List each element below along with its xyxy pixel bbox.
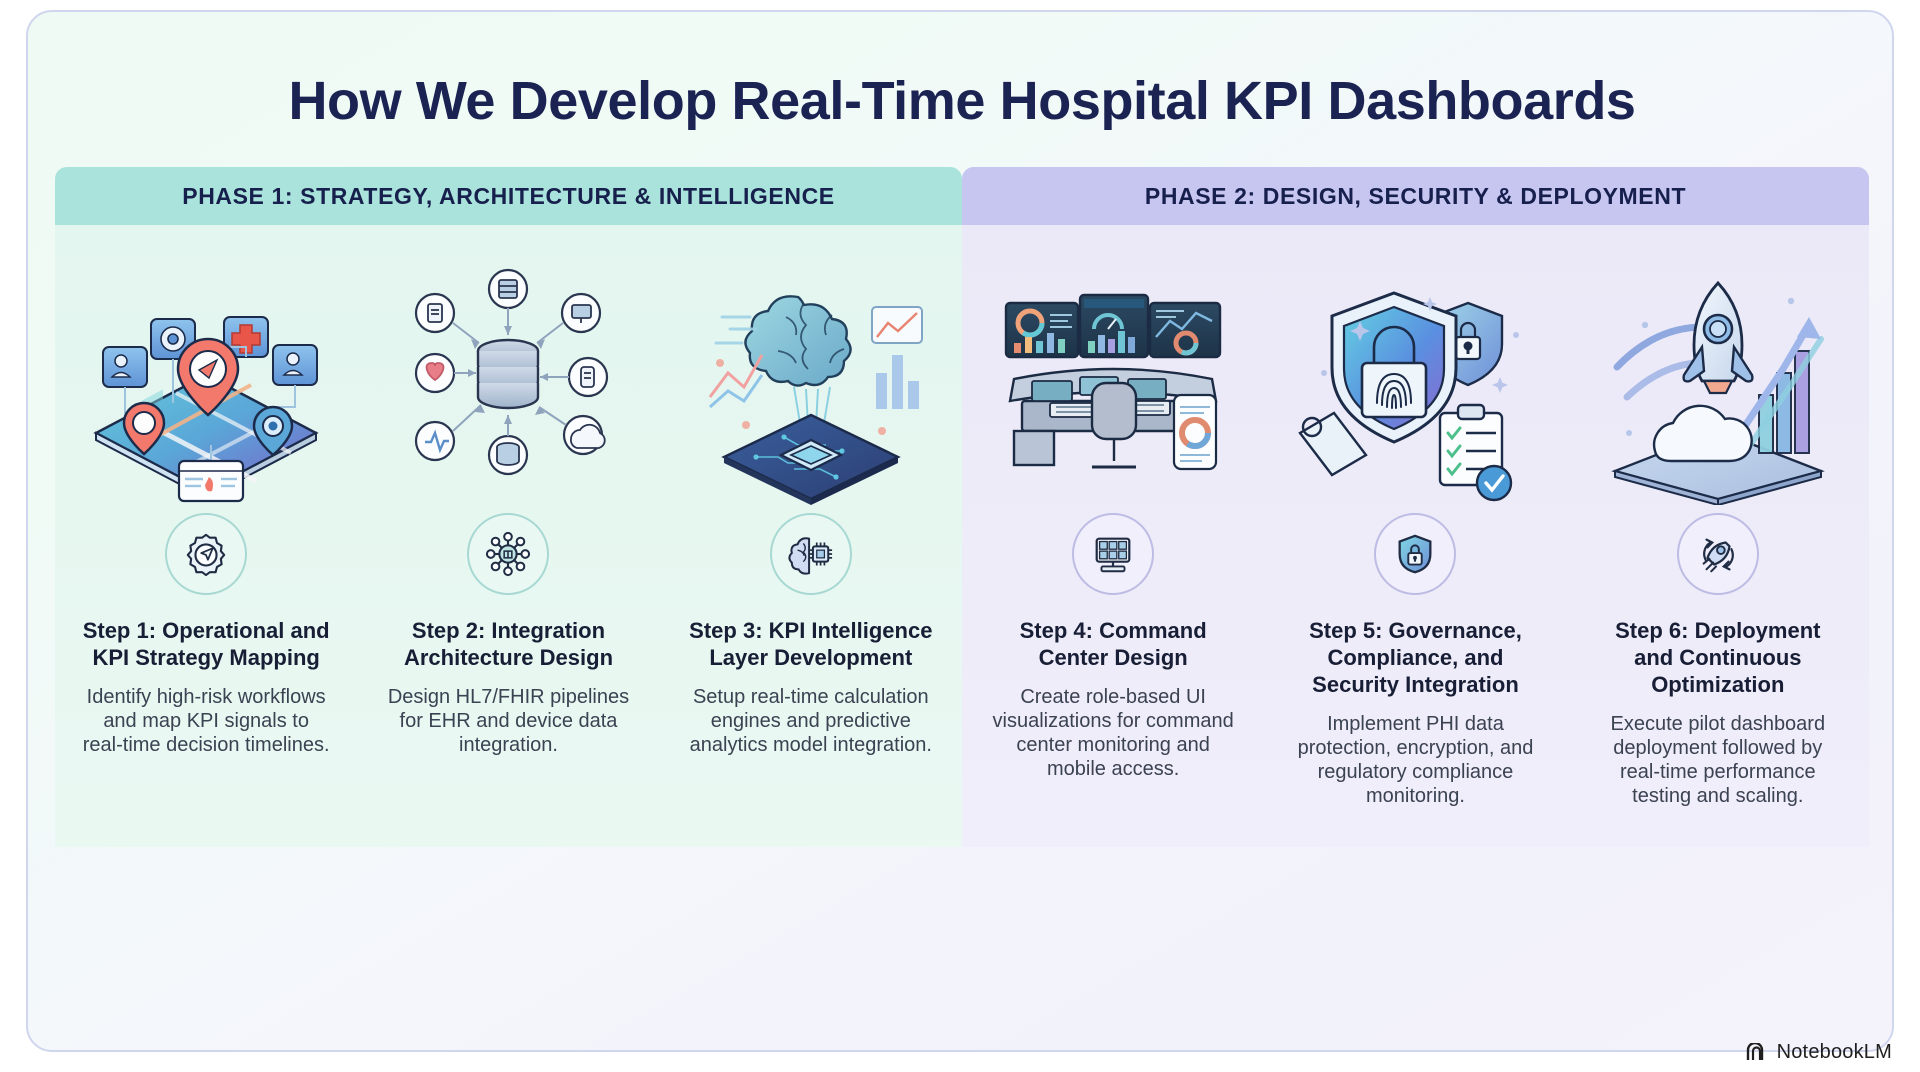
step-card-6: Step 6: Deployment and Continuous Optimi… (1567, 225, 1869, 1015)
notebooklm-logo-icon (1746, 1042, 1763, 1060)
step-badge-5 (1374, 513, 1457, 595)
step-card-5: Step 5: Governance, Compliance, and Secu… (1264, 225, 1566, 1015)
steps-row: Step 1: Operational and KPI Strategy Map… (55, 225, 1869, 1015)
shield-lock-icon (1398, 534, 1432, 574)
step-badge-1 (165, 513, 248, 595)
notebooklm-label: NotebookLM (1776, 1041, 1892, 1063)
infographic-card: How We Develop Real-Time Hospital KPI Da… (26, 10, 1894, 1052)
gear-compass-icon (186, 533, 226, 577)
rocket-refresh-icon (1702, 538, 1734, 573)
dashboard-monitor-icon (1095, 537, 1131, 573)
step-desc-4: Create role-based UI visualizations for … (992, 686, 1234, 780)
step-card-1: Step 1: Operational and KPI Strategy Map… (55, 225, 357, 1015)
step-badge-6 (1676, 513, 1759, 595)
step-title-2: Step 2: Integration Architecture Design (403, 618, 614, 670)
step-desc-5: Implement PHI data protection, encryptio… (1297, 713, 1534, 807)
step-title-4: Step 4: Command Center Design (1019, 618, 1207, 670)
data-integration-network-illustration (415, 268, 609, 476)
step-desc-3: Setup real-time calculation engines and … (689, 686, 932, 756)
notebooklm-watermark: NotebookLM (1745, 1041, 1892, 1064)
security-shield-fingerprint-illustration (1298, 291, 1520, 502)
step-card-2: Step 2: Integration Architecture Design … (357, 225, 659, 1015)
brain-analytics-processor-illustration (708, 295, 923, 505)
step-desc-6: Execute pilot dashboard deployment follo… (1610, 713, 1826, 807)
brain-chip-icon (788, 537, 832, 575)
step-title-3: Step 3: KPI Intelligence Layer Developme… (689, 618, 933, 670)
phase-panel-2: PHASE 2: DESIGN, SECURITY & DEPLOYMENT (962, 167, 1869, 847)
isometric-map-with-location-pins-illustration (93, 316, 319, 503)
step-desc-1: Identify high-risk workflows and map KPI… (82, 686, 330, 756)
phase-header-2: PHASE 2: DESIGN, SECURITY & DEPLOYMENT (962, 167, 1869, 225)
step-badge-4 (1072, 513, 1155, 595)
command-center-workstation-illustration (1004, 293, 1222, 471)
step-badge-3 (769, 513, 852, 595)
step-title-6: Step 6: Deployment and Continuous Optimi… (1615, 618, 1821, 697)
step-desc-2: Design HL7/FHIR pipelines for EHR and de… (387, 686, 630, 756)
phase-header-1: PHASE 1: STRATEGY, ARCHITECTURE & INTELL… (55, 167, 962, 225)
step-title-5: Step 5: Governance, Compliance, and Secu… (1309, 618, 1522, 697)
step-card-3: Step 3: KPI Intelligence Layer Developme… (660, 225, 962, 1015)
network-hub-icon (486, 531, 531, 577)
rocket-launch-growth-illustration (1610, 280, 1825, 505)
page-title: How We Develop Real-Time Hospital KPI Da… (288, 71, 1636, 131)
step-title-1: Step 1: Operational and KPI Strategy Map… (82, 618, 330, 670)
step-badge-2 (467, 513, 550, 595)
step-card-4: Step 4: Command Center Design Create rol… (962, 225, 1264, 1015)
